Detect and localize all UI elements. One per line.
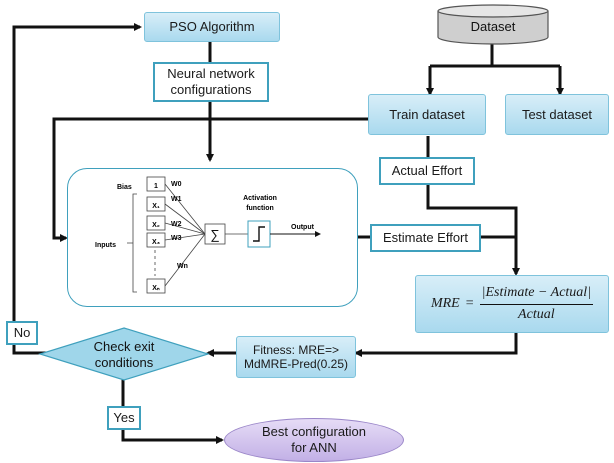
inputs-label: Inputs [95, 242, 116, 249]
best-configuration-node: Best configuration for ANN [224, 418, 404, 462]
train-dataset-node: Train dataset [368, 94, 486, 135]
mre-equals: = [465, 295, 474, 311]
step-function-icon [253, 226, 265, 242]
pso-algorithm-label: PSO Algorithm [169, 19, 255, 35]
bias-label: Bias [117, 184, 132, 191]
input-x2: X₂ [152, 222, 160, 229]
arrow-mre-to-fitness [354, 332, 518, 357]
no-label: No [6, 321, 38, 345]
weight-w0: W0 [171, 181, 182, 188]
mre-denominator: Actual [518, 306, 555, 322]
nn-config-line2: configurations [170, 82, 252, 97]
summation-symbol: ∑ [210, 227, 219, 242]
weight-w1: W1 [171, 196, 182, 203]
dataset-label: Dataset [471, 19, 516, 34]
arrow-dataset-split [428, 44, 562, 93]
arrow-train-to-network [52, 117, 368, 242]
weight-w2: W2 [171, 221, 182, 228]
estimate-effort-label: Estimate Effort [382, 230, 468, 246]
best-configuration-line1: Best configuration [261, 424, 367, 440]
weight-w3: W3 [171, 235, 182, 242]
yes-label-text: Yes [113, 410, 135, 426]
activation-label-1: Activation [243, 195, 277, 202]
activation-label-2: function [246, 205, 274, 212]
input-xn: Xₙ [152, 285, 160, 292]
fitness-node: Fitness: MRE=> MdMRE-Pred(0.25) [236, 336, 356, 378]
output-label: Output [291, 224, 315, 231]
test-dataset-label: Test dataset [521, 106, 593, 122]
arrow-no-to-pso [12, 23, 142, 355]
no-label-text: No [13, 325, 31, 341]
fitness-line1: Fitness: MRE=> [252, 342, 340, 357]
nn-config-node: Neural network configurations [153, 62, 269, 102]
check-exit-node: Check exit conditions [38, 327, 210, 381]
test-dataset-node: Test dataset [505, 94, 609, 135]
neural-network-diagram: Bias Inputs 1 X₁ X₂ X₃ Xₙ W0 W1 W2 W3 Wn… [95, 176, 321, 294]
bias-input-one: 1 [154, 183, 158, 190]
check-exit-line2: conditions [95, 355, 154, 370]
best-configuration-line2: for ANN [291, 440, 337, 455]
fitness-line2: MdMRE-Pred(0.25) [243, 357, 349, 371]
yes-label: Yes [107, 406, 141, 430]
arrow-actual-to-mre [426, 184, 520, 276]
pso-algorithm-node: PSO Algorithm [144, 12, 280, 42]
mre-numerator: |Estimate − Actual| [479, 285, 594, 305]
mre-formula-node: MRE = |Estimate − Actual| Actual [415, 275, 609, 333]
nn-config-line1: Neural network [167, 66, 255, 82]
estimate-effort-node: Estimate Effort [370, 224, 481, 252]
mre-lhs: MRE [430, 295, 460, 311]
train-dataset-label: Train dataset [389, 106, 465, 122]
input-x3: X₃ [152, 239, 160, 246]
check-exit-line1: Check exit [94, 339, 155, 354]
arrow-check-to-best [121, 378, 224, 444]
input-x1: X₁ [152, 203, 160, 210]
actual-effort-node: Actual Effort [379, 157, 475, 185]
actual-effort-label: Actual Effort [391, 163, 463, 179]
weight-wn: Wn [177, 263, 188, 270]
dataset-node: Dataset [437, 4, 549, 45]
